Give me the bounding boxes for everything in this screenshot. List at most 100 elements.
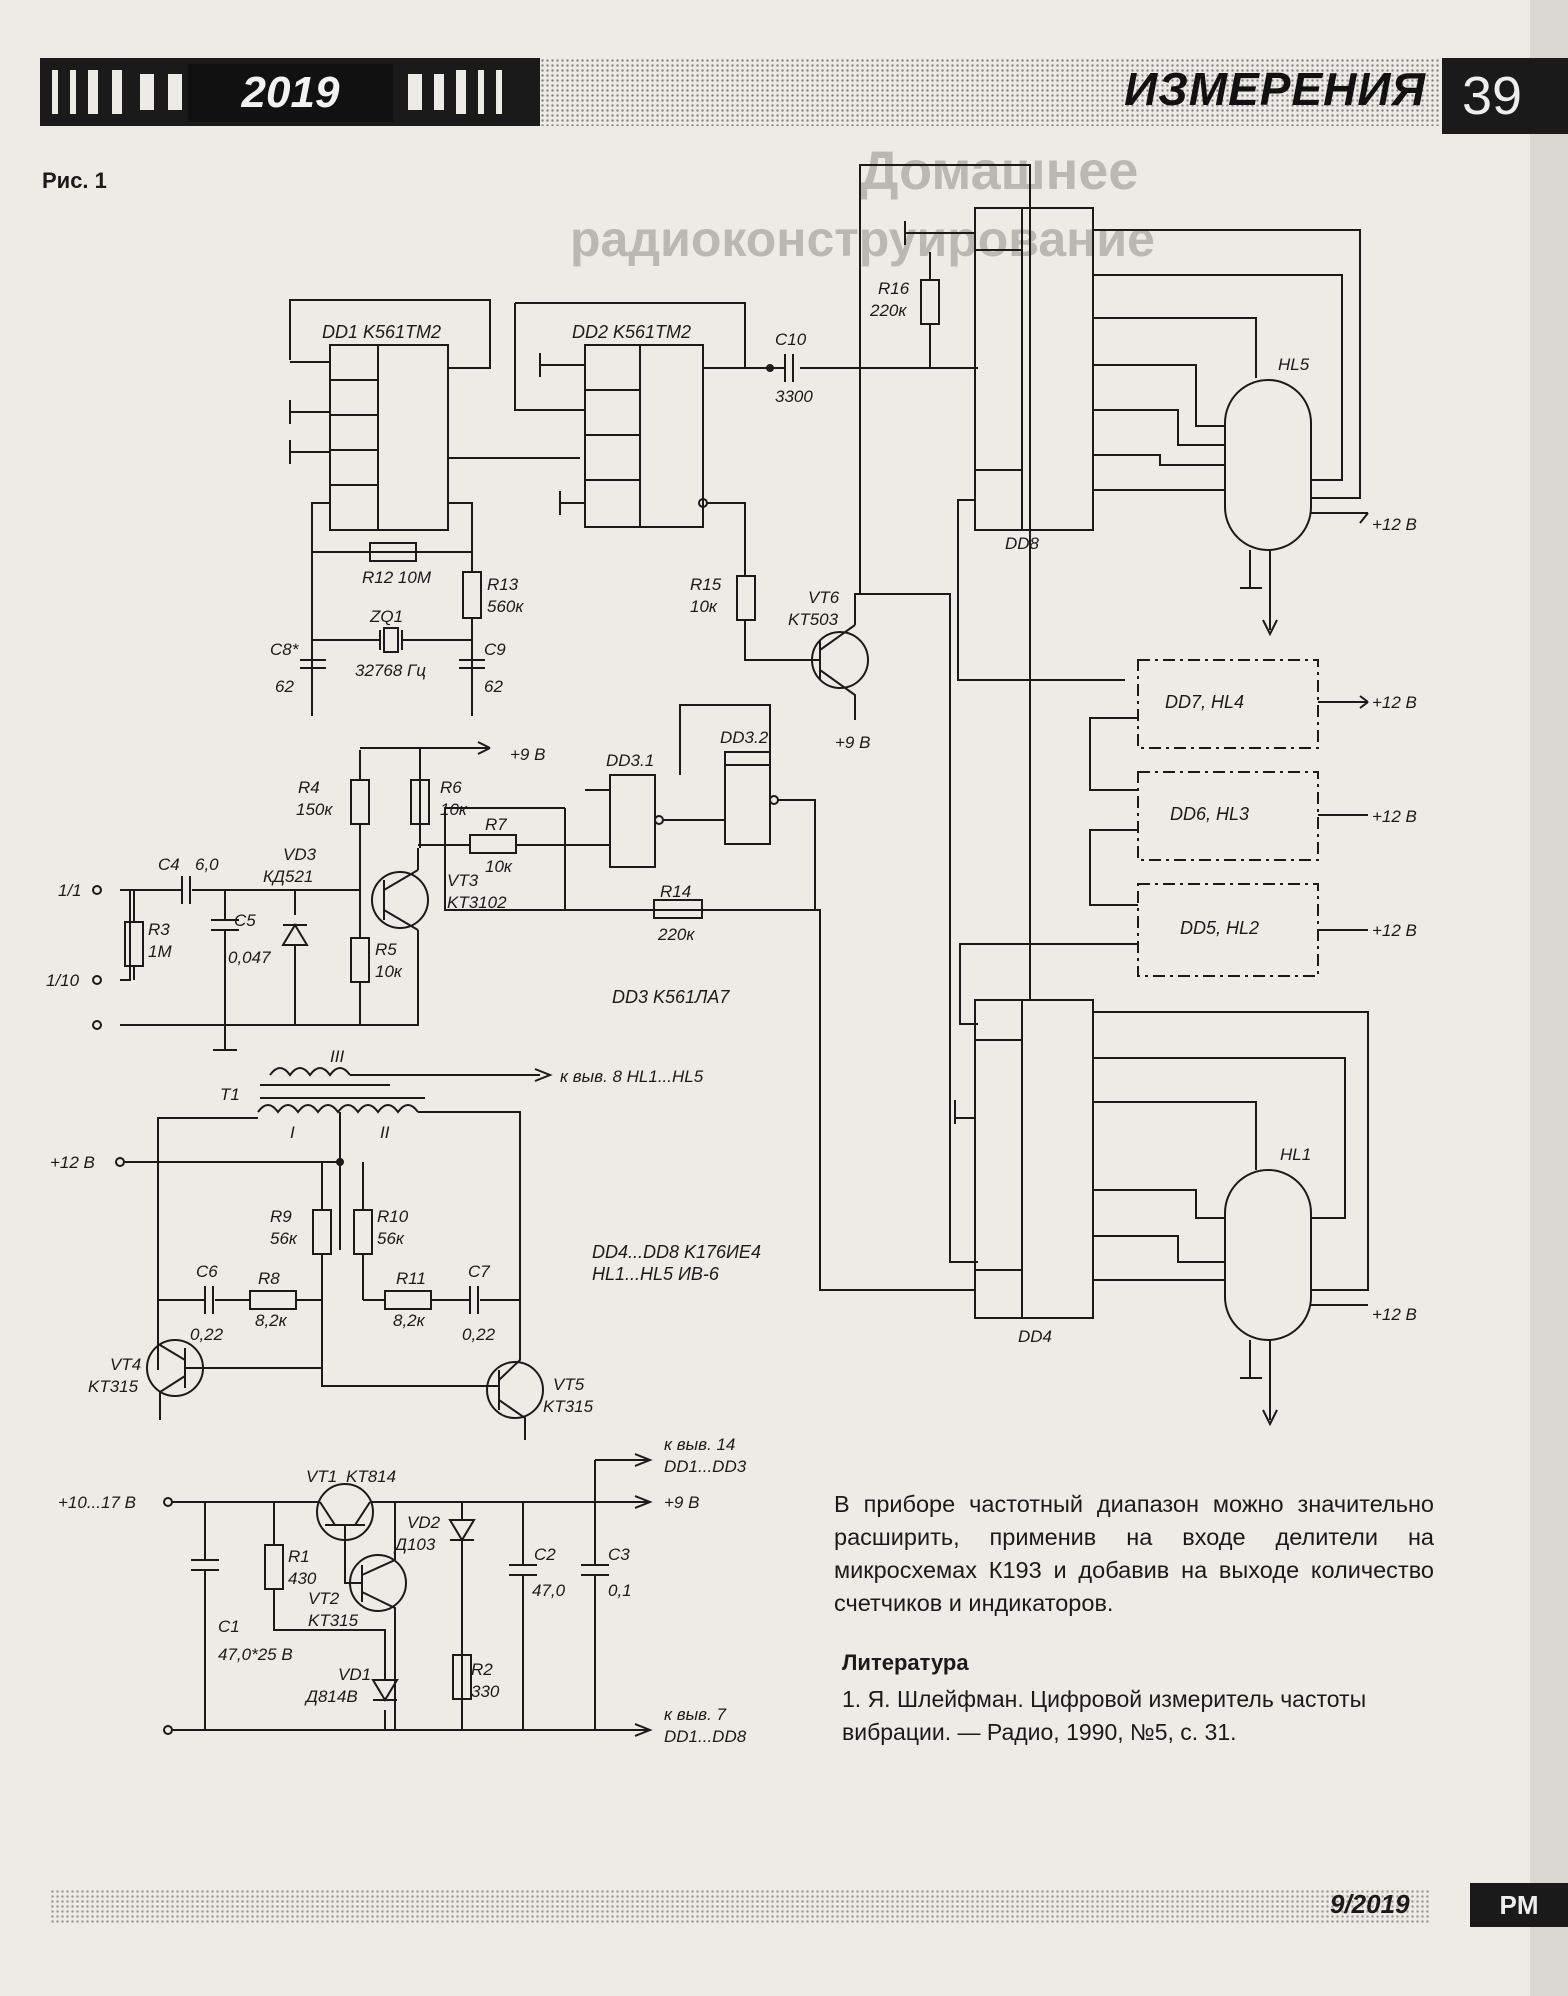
value-c1: 47,0*25 B — [218, 1645, 293, 1664]
label-vd3: VD3 — [283, 845, 317, 864]
value-r1: 430 — [288, 1569, 317, 1588]
label-chips-note-2: HL1...HL5 ИВ-6 — [592, 1264, 720, 1284]
label-dd6-supply: +12 B — [1372, 807, 1417, 826]
label-vt2: VT2 — [308, 1589, 340, 1608]
page-edge — [1530, 0, 1568, 1996]
label-c8: C8* — [270, 640, 300, 659]
label-vt4: VT4 — [110, 1355, 141, 1374]
label-c10: C10 — [775, 330, 807, 349]
label-zq1: ZQ1 — [369, 607, 403, 626]
value-vt4: KT315 — [88, 1377, 139, 1396]
label-hl1: HL1 — [1280, 1145, 1311, 1164]
label-to-pin7: к выв. 7 — [664, 1705, 726, 1724]
dd1-chip — [329, 344, 449, 531]
header-dot-pattern — [540, 58, 1440, 126]
label-r5: R5 — [375, 940, 397, 959]
label-chips-note-1: DD4...DD8 K176ИЕ4 — [592, 1242, 761, 1262]
value-vt3: KT3102 — [447, 893, 507, 912]
dd4-chip — [974, 999, 1094, 1319]
label-r13: R13 — [487, 575, 519, 594]
footer-magazine-badge: PM — [1470, 1883, 1568, 1927]
label-dd4: DD4 — [1018, 1327, 1052, 1346]
value-r15: 10к — [690, 597, 718, 616]
value-vd1: Д814В — [304, 1687, 358, 1706]
label-c5: C5 — [234, 911, 256, 930]
value-r13: 560к — [487, 597, 524, 616]
value-r3: 1M — [148, 942, 172, 961]
value-zq1: 32768 Гц — [355, 661, 426, 680]
label-winding-1: I — [290, 1123, 295, 1142]
label-to-hl-pin8: к выв. 8 HL1...HL5 — [560, 1067, 704, 1086]
label-vt6-supply: +9 B — [835, 733, 870, 752]
figure-label: Рис. 1 — [42, 168, 107, 193]
label-vt3: VT3 — [447, 871, 479, 890]
value-r10: 56к — [377, 1229, 405, 1248]
label-r3: R3 — [148, 920, 170, 939]
label-dd8: DD8 — [1005, 534, 1040, 553]
label-dd6: DD6, HL3 — [1170, 804, 1249, 824]
value-r4: 150к — [296, 800, 333, 819]
label-vd1: VD1 — [338, 1665, 371, 1684]
label-c3: C3 — [608, 1545, 630, 1564]
label-dd7: DD7, HL4 — [1165, 692, 1244, 712]
label-dd1: DD1 K561TM2 — [322, 322, 441, 342]
label-vt6: VT6 — [808, 588, 840, 607]
value-r16: 220к — [869, 301, 907, 320]
value-r14: 220к — [657, 925, 695, 944]
label-dd3-1: DD3.1 — [606, 751, 654, 770]
label-dd5: DD5, HL2 — [1180, 918, 1259, 938]
value-r9: 56к — [270, 1229, 298, 1248]
label-r16: R16 — [878, 279, 910, 298]
value-r7: 10к — [485, 857, 513, 876]
dd8-chip — [974, 207, 1094, 531]
label-power-in: +10...17 B — [58, 1493, 136, 1512]
label-r15: R15 — [690, 575, 722, 594]
label-r12: R12 10M — [362, 568, 432, 587]
label-to-pin7-chips: DD1...DD8 — [664, 1727, 747, 1746]
footer-dot-pattern — [50, 1889, 1430, 1923]
label-vt5: VT5 — [553, 1375, 585, 1394]
page-header: 2019 ИЗМЕРЕНИЯ 39 — [0, 58, 1568, 134]
label-hl1-supply: +12 B — [1372, 1305, 1417, 1324]
label-c7: C7 — [468, 1262, 490, 1281]
label-hl5-supply: +12 B — [1372, 515, 1417, 534]
label-r1: R1 — [288, 1547, 310, 1566]
label-dd2: DD2 K561TM2 — [572, 322, 691, 342]
label-r6: R6 — [440, 778, 462, 797]
header-year: 2019 — [188, 64, 393, 122]
label-r14: R14 — [660, 882, 691, 901]
label-winding-3: III — [330, 1047, 344, 1066]
value-vd2: Д103 — [393, 1535, 436, 1554]
value-c2: 47,0 — [532, 1581, 566, 1600]
body-paragraph: В приборе частотный диапазон можно значи… — [834, 1491, 1434, 1616]
value-c3: 0,1 — [608, 1581, 632, 1600]
label-c4: C4 — [158, 855, 180, 874]
page-footer: 9/2019 PM — [50, 1883, 1568, 1927]
label-vd2: VD2 — [407, 1513, 441, 1532]
value-c10: 3300 — [775, 387, 813, 406]
value-vd3: КД521 — [263, 867, 313, 886]
footer-issue: 9/2019 — [1330, 1889, 1410, 1919]
label-vt1: VT1 — [306, 1467, 337, 1486]
label-c9: C9 — [484, 640, 506, 659]
label-dd3: DD3 K561ЛА7 — [612, 987, 730, 1007]
page-number: 39 — [1442, 58, 1568, 134]
value-c5: 0,047 — [228, 948, 271, 967]
section-title: ИЗМЕРЕНИЯ — [1124, 63, 1426, 115]
value-r11: 8,2к — [393, 1311, 426, 1330]
label-input-1-1: 1/1 — [58, 881, 82, 900]
label-dd5-supply: +12 B — [1372, 921, 1417, 940]
label-r11: R11 — [396, 1269, 426, 1288]
label-r8: R8 — [258, 1269, 280, 1288]
value-c9: 62 — [484, 677, 503, 696]
value-c6: 0,22 — [190, 1325, 224, 1344]
label-hl5: HL5 — [1278, 355, 1310, 374]
label-t1-supply: +12 B — [50, 1153, 95, 1172]
label-winding-2: II — [380, 1123, 390, 1142]
literature-item: 1. Я. Шлейфман. Цифровой измеритель част… — [842, 1686, 1367, 1745]
label-to-pin14-chips: DD1...DD3 — [664, 1457, 747, 1476]
label-input-1-10: 1/10 — [46, 971, 80, 990]
label-c1: C1 — [218, 1617, 240, 1636]
bleed-through-subtitle: радиоконструирование — [570, 211, 1155, 267]
value-r5: 10к — [375, 962, 403, 981]
